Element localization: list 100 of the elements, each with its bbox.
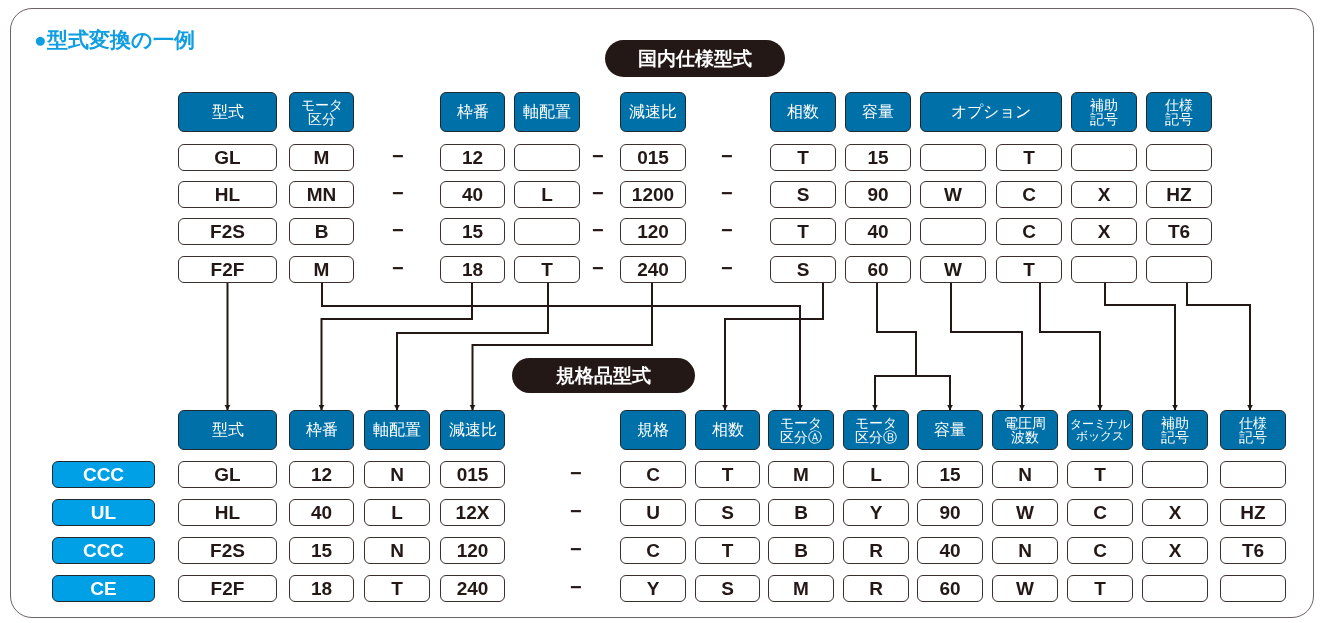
code-cell: 40: [917, 537, 983, 564]
code-cell: 60: [917, 575, 983, 602]
empty-cell: [1142, 461, 1208, 488]
code-cell: T: [770, 144, 836, 171]
section-title: ●型式変換の一例: [34, 27, 195, 53]
title-banner: 規格品型式: [512, 358, 695, 393]
empty-cell: [1071, 256, 1137, 283]
code-cell: T: [695, 461, 760, 488]
separator-dash: −: [392, 219, 404, 242]
connector-arrow: [1186, 282, 1253, 411]
code-cell: N: [992, 537, 1058, 564]
connector-arrow: [1039, 282, 1103, 411]
code-cell: S: [770, 181, 836, 208]
connector-arrow: [876, 282, 953, 411]
code-cell: L: [514, 181, 580, 208]
code-cell: 90: [845, 181, 911, 208]
code-cell: M: [289, 144, 354, 171]
code-cell: T: [996, 256, 1062, 283]
column-header: 仕様記号: [1220, 410, 1286, 450]
empty-cell: [1220, 575, 1286, 602]
separator-dash: −: [392, 257, 404, 280]
connector-arrow: [394, 282, 549, 411]
column-header: モータ区分Ⓐ: [768, 410, 834, 450]
connector-arrow: [321, 282, 803, 411]
separator-dash: −: [721, 257, 733, 280]
code-cell: T: [770, 218, 836, 245]
column-header: 型式: [178, 410, 277, 450]
code-cell: W: [992, 575, 1058, 602]
empty-cell: [1220, 461, 1286, 488]
column-header: 減速比: [620, 92, 686, 132]
code-cell: C: [620, 537, 686, 564]
code-cell: T6: [1146, 218, 1212, 245]
standard-badge: CE: [52, 575, 155, 602]
code-cell: T: [364, 575, 430, 602]
column-header: モータ区分Ⓑ: [843, 410, 909, 450]
code-cell: X: [1142, 499, 1208, 526]
code-cell: T6: [1220, 537, 1286, 564]
code-cell: 40: [845, 218, 911, 245]
separator-dash: −: [592, 182, 604, 205]
code-cell: HZ: [1220, 499, 1286, 526]
code-cell: HL: [178, 499, 277, 526]
code-cell: X: [1071, 181, 1137, 208]
code-cell: 1200: [620, 181, 686, 208]
code-cell: C: [620, 461, 686, 488]
column-header: オプション: [920, 92, 1062, 132]
separator-dash: −: [392, 182, 404, 205]
code-cell: 240: [440, 575, 505, 602]
empty-cell: [1142, 575, 1208, 602]
code-cell: C: [996, 218, 1062, 245]
column-header: 補助記号: [1071, 92, 1137, 132]
empty-cell: [920, 218, 986, 245]
connector-arrow: [722, 282, 824, 411]
code-cell: 90: [917, 499, 983, 526]
code-cell: T: [1067, 575, 1133, 602]
empty-cell: [514, 144, 580, 171]
column-header: モータ区分: [289, 92, 354, 132]
separator-dash: −: [392, 145, 404, 168]
code-cell: 15: [845, 144, 911, 171]
column-header: 相数: [770, 92, 836, 132]
code-cell: F2S: [178, 537, 277, 564]
empty-cell: [1146, 144, 1212, 171]
column-header: 相数: [695, 410, 760, 450]
code-cell: B: [768, 499, 834, 526]
code-cell: C: [996, 181, 1062, 208]
separator-dash: −: [570, 538, 582, 561]
connector-arrow: [469, 282, 653, 411]
separator-dash: −: [570, 576, 582, 599]
column-header: 軸配置: [364, 410, 430, 450]
code-cell: MN: [289, 181, 354, 208]
separator-dash: −: [721, 182, 733, 205]
column-header: 規格: [620, 410, 686, 450]
code-cell: F2F: [178, 256, 277, 283]
code-cell: N: [364, 461, 430, 488]
code-cell: 120: [440, 537, 505, 564]
code-cell: M: [768, 575, 834, 602]
code-cell: R: [843, 537, 909, 564]
column-header: 型式: [178, 92, 277, 132]
code-cell: 15: [289, 537, 354, 564]
code-cell: GL: [178, 144, 277, 171]
code-cell: 15: [440, 218, 505, 245]
code-cell: U: [620, 499, 686, 526]
code-cell: 40: [440, 181, 505, 208]
code-cell: T: [996, 144, 1062, 171]
standard-badge: UL: [52, 499, 155, 526]
code-cell: 12X: [440, 499, 505, 526]
code-cell: 60: [845, 256, 911, 283]
code-cell: S: [695, 499, 760, 526]
separator-dash: −: [570, 462, 582, 485]
empty-cell: [1146, 256, 1212, 283]
code-cell: N: [364, 537, 430, 564]
standard-badge: CCC: [52, 537, 155, 564]
code-cell: 12: [289, 461, 354, 488]
separator-dash: −: [570, 500, 582, 523]
column-header: 枠番: [289, 410, 354, 450]
code-cell: 015: [440, 461, 505, 488]
connector-arrow: [1104, 282, 1178, 411]
code-cell: GL: [178, 461, 277, 488]
code-cell: C: [1067, 537, 1133, 564]
code-cell: 40: [289, 499, 354, 526]
code-cell: L: [843, 461, 909, 488]
